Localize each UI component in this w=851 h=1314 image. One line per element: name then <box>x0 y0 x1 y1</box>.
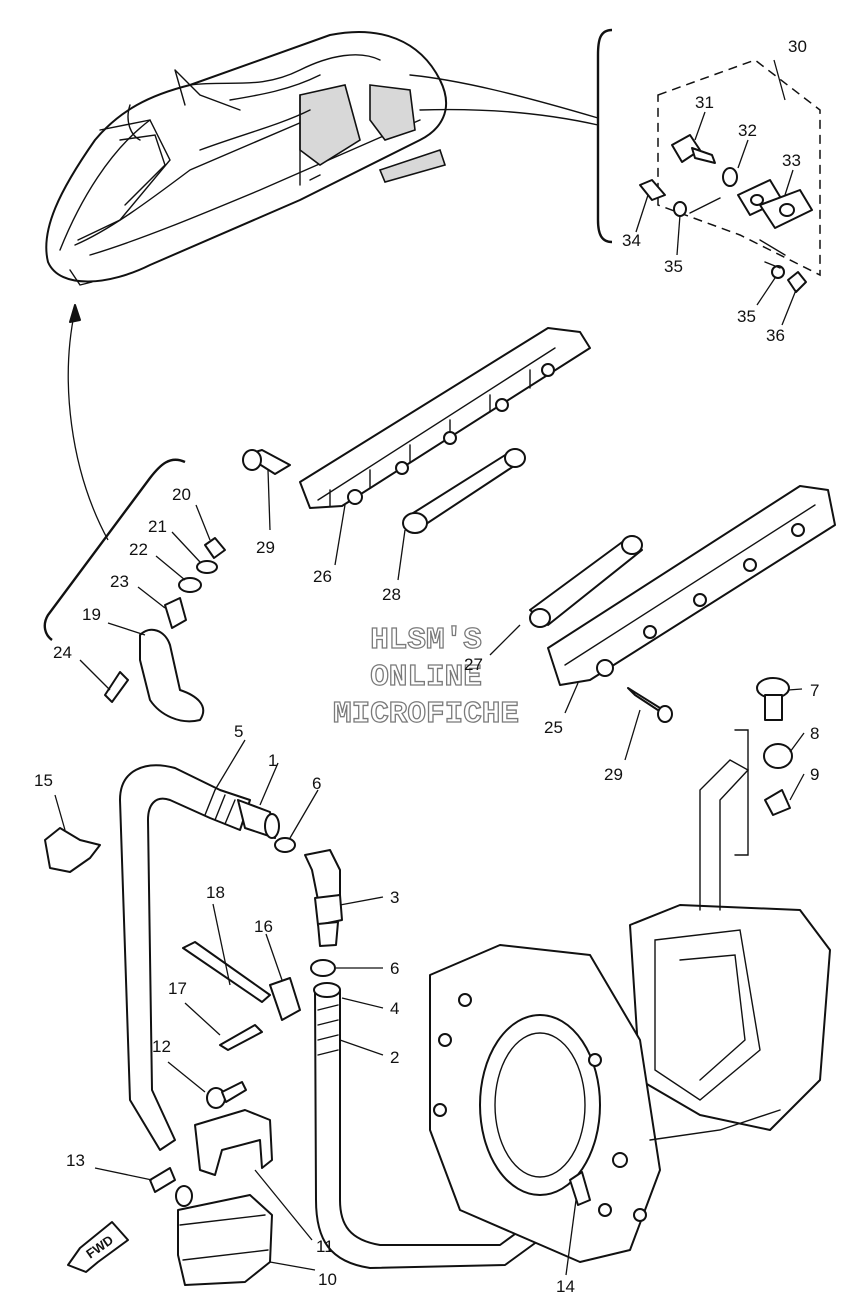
cable-tie-18 <box>182 941 271 1003</box>
watermark: HLSM'S ONLINE MICROFICHE <box>332 622 519 732</box>
rail-bolt-29-lower <box>627 687 673 723</box>
rail-pin-28 <box>402 448 526 534</box>
hose-1 <box>237 799 280 839</box>
callout-3: 3 <box>390 888 399 907</box>
elbow-fitting-3 <box>304 849 343 947</box>
callout-25: 25 <box>544 718 563 737</box>
inset-dashed-outline <box>657 59 821 277</box>
callout-26: 26 <box>313 567 332 586</box>
leader-arrowhead <box>69 304 81 323</box>
callout-4: 4 <box>390 999 399 1018</box>
fwd-arrow-icon: FWD <box>67 1221 129 1273</box>
rail-lower <box>547 485 836 686</box>
callout-29-upper: 29 <box>256 538 275 557</box>
callout-33: 33 <box>782 151 801 170</box>
leader-lines <box>54 59 805 1276</box>
callout-17: 17 <box>168 979 187 998</box>
screw-12 <box>206 1081 247 1109</box>
callout-19: 19 <box>82 605 101 624</box>
callout-23: 23 <box>110 572 129 591</box>
bracket-11 <box>194 1109 273 1176</box>
callout-15: 15 <box>34 771 53 790</box>
rail-link-27 <box>529 535 643 628</box>
callout-6-lower: 6 <box>390 959 399 978</box>
callout-labels: 1 2 3 4 5 6 6 7 8 9 10 11 12 13 14 15 16… <box>34 37 819 1296</box>
rail-bolt-29-upper <box>242 449 291 475</box>
jet-pump-assembly <box>429 759 831 1263</box>
callout-13: 13 <box>66 1151 85 1170</box>
callout-2: 2 <box>390 1048 399 1067</box>
clamp-13 <box>149 1167 176 1193</box>
clip-15 <box>44 827 101 873</box>
callout-34: 34 <box>622 231 641 250</box>
drain-plug-parts <box>734 677 793 856</box>
watermark-line-3: MICROFICHE <box>333 697 519 732</box>
holder-16 <box>269 977 301 1021</box>
callout-27: 27 <box>464 655 483 674</box>
callout-36: 36 <box>766 326 785 345</box>
callout-24: 24 <box>53 643 72 662</box>
bracket-group-brace <box>43 458 186 641</box>
rivet-17 <box>219 1024 263 1051</box>
rail-upper <box>299 327 591 509</box>
callout-31: 31 <box>695 93 714 112</box>
callout-28: 28 <box>382 585 401 604</box>
callout-18: 18 <box>206 883 225 902</box>
callout-6-upper: 6 <box>312 774 321 793</box>
callout-32: 32 <box>738 121 757 140</box>
bracket-parts <box>104 537 226 723</box>
callout-7: 7 <box>810 681 819 700</box>
callout-11: 11 <box>316 1237 334 1256</box>
hose-clamp-6-upper <box>274 837 296 853</box>
callout-22: 22 <box>129 540 148 559</box>
callout-16: 16 <box>254 917 273 936</box>
watercraft-illustration <box>45 31 599 286</box>
callout-9: 9 <box>810 765 819 784</box>
callout-20: 20 <box>172 485 191 504</box>
callout-29-lower: 29 <box>604 765 623 784</box>
callout-5: 5 <box>234 722 243 741</box>
watermark-line-2: ONLINE <box>370 660 482 695</box>
callout-12: 12 <box>152 1037 171 1056</box>
hose-clamp-6-lower <box>310 959 336 977</box>
hose-5 <box>119 764 251 1151</box>
watermark-line-1: HLSM'S <box>370 623 482 658</box>
bracket-leader-curve <box>67 309 109 541</box>
callout-35-left: 35 <box>664 257 683 276</box>
waterlock-10 <box>175 1185 273 1286</box>
callout-35-right: 35 <box>737 307 756 326</box>
callout-8: 8 <box>810 724 819 743</box>
callout-1: 1 <box>268 751 277 770</box>
callout-10: 10 <box>318 1270 337 1289</box>
callout-21: 21 <box>148 517 167 536</box>
inset-brace <box>596 28 613 244</box>
callout-30: 30 <box>788 37 807 56</box>
callout-14: 14 <box>556 1277 575 1296</box>
